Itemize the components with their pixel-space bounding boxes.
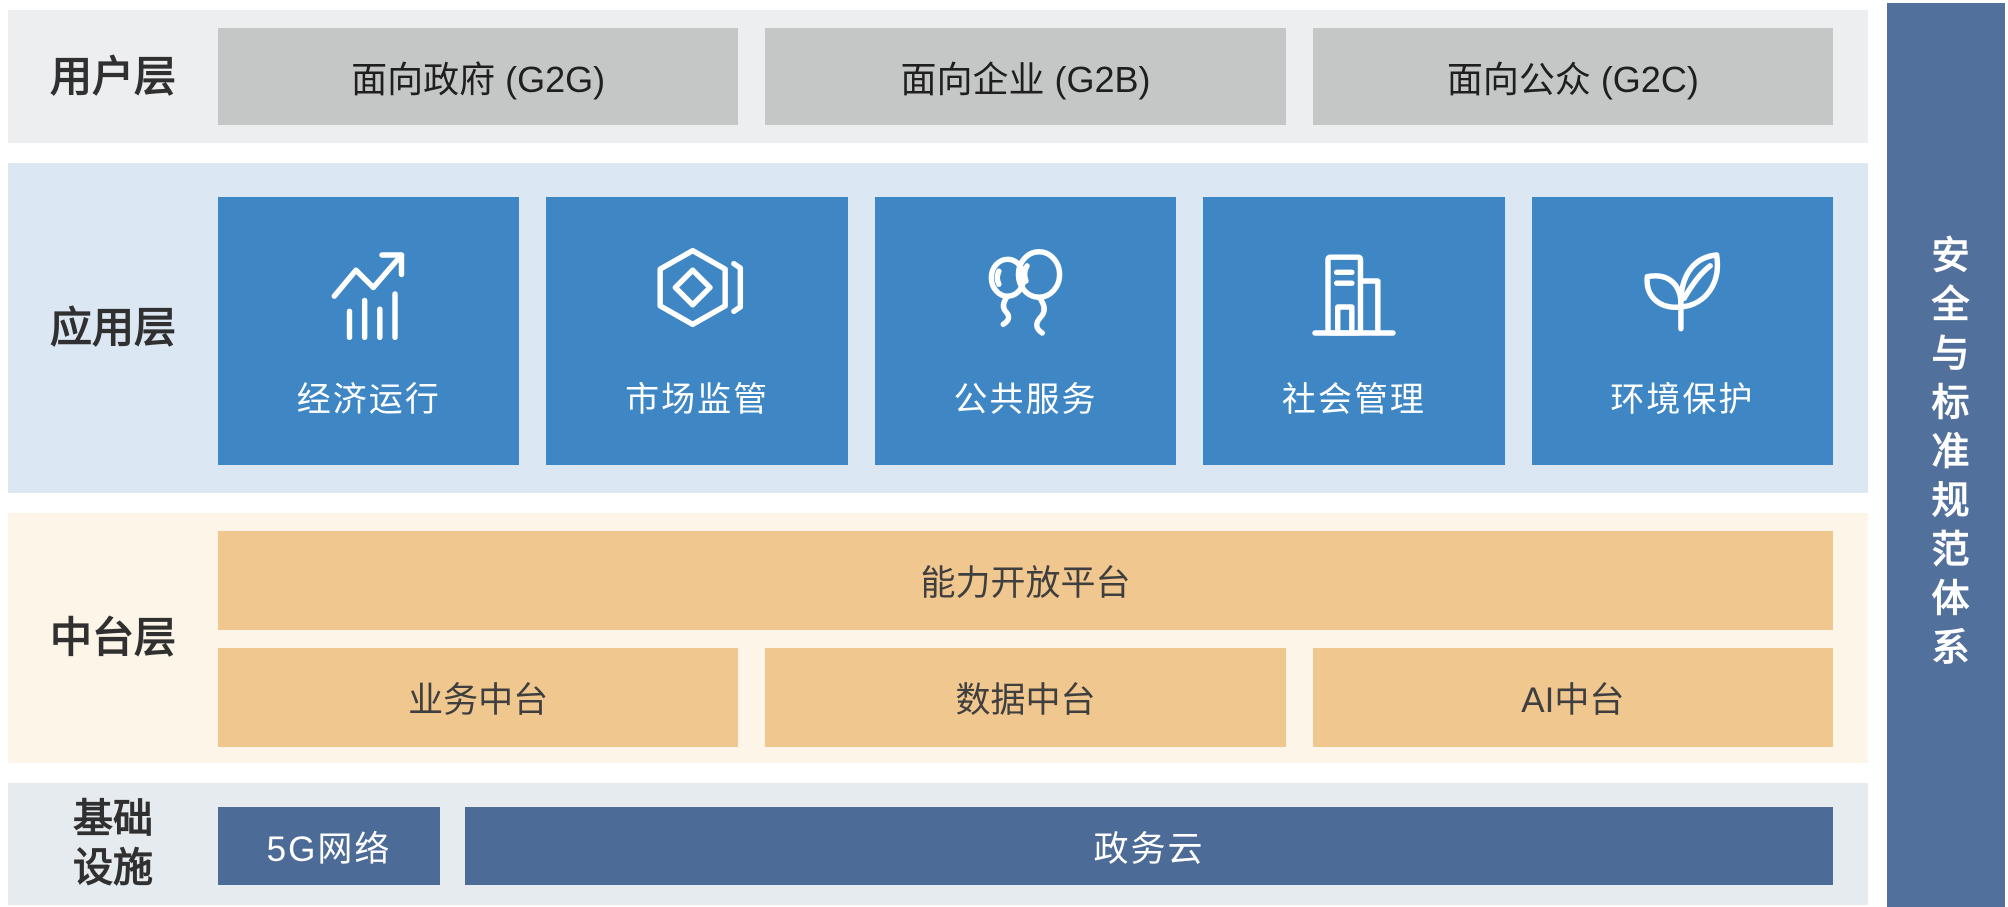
tile-label: 经济运行 [296,380,441,419]
security-standards-sidebar: 安全与标准规范体系 [1887,3,2005,907]
application-layer-band: 应用层 经济运行 市场监管 [8,163,1868,493]
security-standards-label: 安全与标准规范体系 [1925,234,1967,676]
diagram-main-column: 用户层 面向政府 (G2G) 面向企业 (G2B) 面向公众 (G2C) 应用层… [8,10,1868,907]
trend-chart-icon [331,251,404,340]
data-middle-platform-bar: 数据中台 [765,648,1286,747]
user-layer-label: 用户层 [49,52,176,100]
building-icon [1312,253,1396,336]
infrastructure-layer-label: 基础 设施 [73,797,153,890]
user-layer-content: 面向政府 (G2G) 面向企业 (G2B) 面向公众 (G2C) [218,10,1868,143]
5g-network-bar: 5G网络 [218,807,440,885]
ai-middle-platform-bar: AI中台 [1312,648,1833,747]
user-box-g2g: 面向政府 (G2G) [218,28,739,125]
infrastructure-layer-content: 5G网络 政务云 [218,783,1868,905]
tile-label: 社会管理 [1281,380,1426,419]
application-layer-label: 应用层 [49,304,176,352]
capability-open-platform-bar: 能力开放平台 [218,531,1833,630]
government-cloud-bar: 政务云 [465,807,1833,885]
user-layer-band: 用户层 面向政府 (G2G) 面向企业 (G2B) 面向公众 (G2C) [8,10,1868,143]
tile-economic-operation: 经济运行 [218,197,520,465]
middle-platform-layer-band: 中台层 能力开放平台 业务中台 数据中台 AI中台 [8,513,1868,763]
tile-label: 环境保护 [1610,380,1755,419]
user-box-g2c: 面向公众 (G2C) [1312,28,1833,125]
tile-public-service: 公共服务 [874,197,1177,465]
tile-label: 市场监管 [625,380,770,419]
middle-platform-layer-label: 中台层 [49,614,176,662]
hexagon-cube-icon [657,247,744,327]
middle-platform-layer-content: 能力开放平台 业务中台 数据中台 AI中台 [218,513,1868,763]
tile-environmental-protection: 环境保护 [1531,197,1834,465]
tile-label: 公共服务 [953,380,1098,419]
balloons-icon [988,248,1062,336]
user-box-g2b: 面向企业 (G2B) [765,28,1286,125]
tile-market-regulation: 市场监管 [546,197,848,465]
middle-platform-row: 业务中台 数据中台 AI中台 [218,648,1833,747]
leaf-icon [1644,251,1721,331]
business-middle-platform-bar: 业务中台 [218,648,739,747]
infrastructure-layer-band: 基础 设施 5G网络 政务云 [8,783,1868,905]
application-layer-content: 经济运行 市场监管 [218,163,1868,493]
tile-social-governance: 社会管理 [1203,197,1505,465]
